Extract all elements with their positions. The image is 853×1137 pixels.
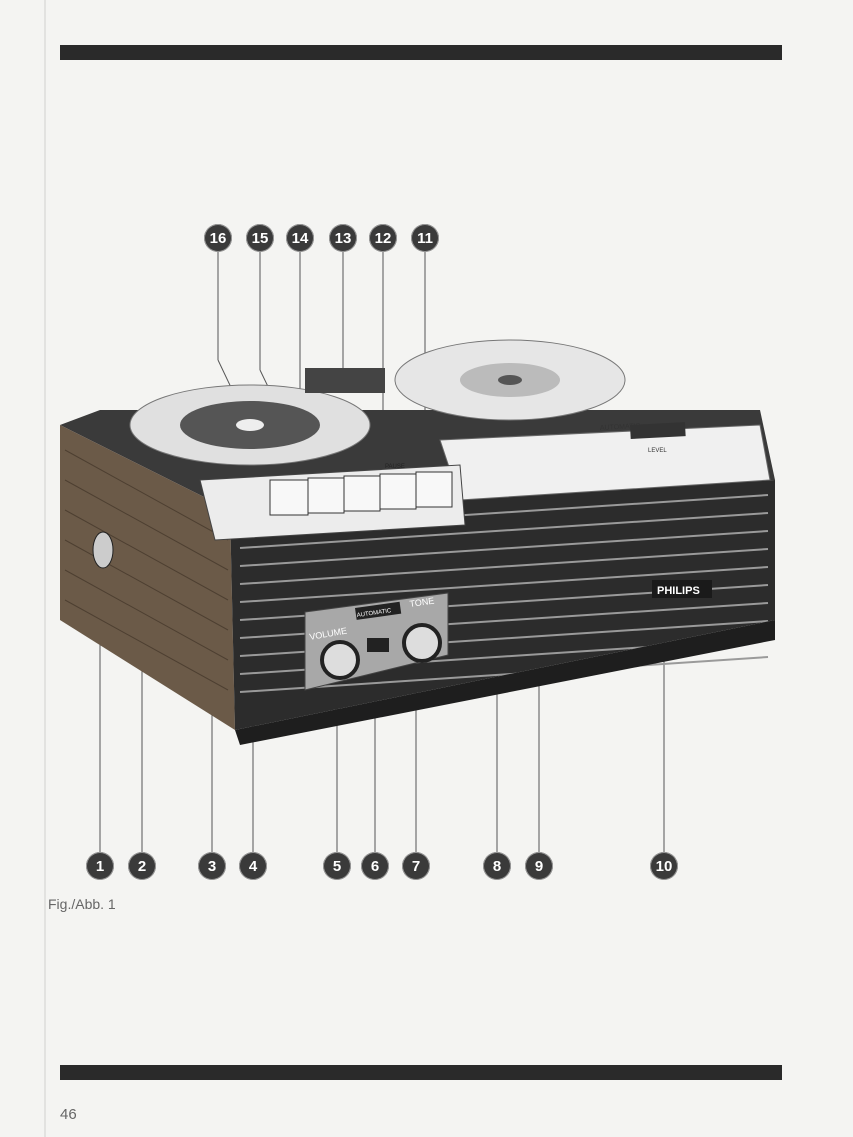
tone-label: TONE (409, 596, 435, 609)
callout-2: 2 (128, 852, 156, 880)
brand-label: PHILIPS (657, 585, 700, 597)
callout-5: 5 (323, 852, 351, 880)
callout-16: 16 (204, 224, 232, 252)
automatic-switch (367, 638, 389, 652)
key-rewind (307, 477, 345, 514)
key-pause (415, 471, 453, 508)
figure-caption: Fig./Abb. 1 (48, 896, 116, 912)
callout-4: 4 (239, 852, 267, 880)
automatic-panel-label: AUTOMATIC (356, 608, 392, 619)
callout-12: 12 (369, 224, 397, 252)
side-socket (92, 531, 114, 569)
callout-10: 10 (650, 852, 678, 880)
page-edge (44, 0, 46, 1137)
callout-9: 9 (525, 852, 553, 880)
key-fast-forward (379, 473, 417, 510)
level-meter (630, 422, 686, 439)
tone-knob (402, 623, 442, 663)
callout-1: 1 (86, 852, 114, 880)
callout-3: 3 (198, 852, 226, 880)
callout-6: 6 (361, 852, 389, 880)
brand-badge (652, 580, 712, 598)
key-record (269, 479, 309, 516)
top-rule (60, 45, 782, 60)
callout-11: 11 (411, 224, 439, 252)
level-label: LEVEL (648, 448, 667, 454)
callout-15: 15 (246, 224, 274, 252)
callout-8: 8 (483, 852, 511, 880)
tape-head-cover (305, 368, 385, 393)
automatic-top-label: AUTOMATIC (600, 423, 641, 432)
page-number: 46 (60, 1106, 77, 1123)
volume-knob (320, 640, 360, 680)
callout-14: 14 (286, 224, 314, 252)
pause-label: PAUSE (385, 464, 405, 470)
callout-13: 13 (329, 224, 357, 252)
key-play (343, 475, 381, 512)
callout-7: 7 (402, 852, 430, 880)
bottom-rule (60, 1065, 782, 1080)
